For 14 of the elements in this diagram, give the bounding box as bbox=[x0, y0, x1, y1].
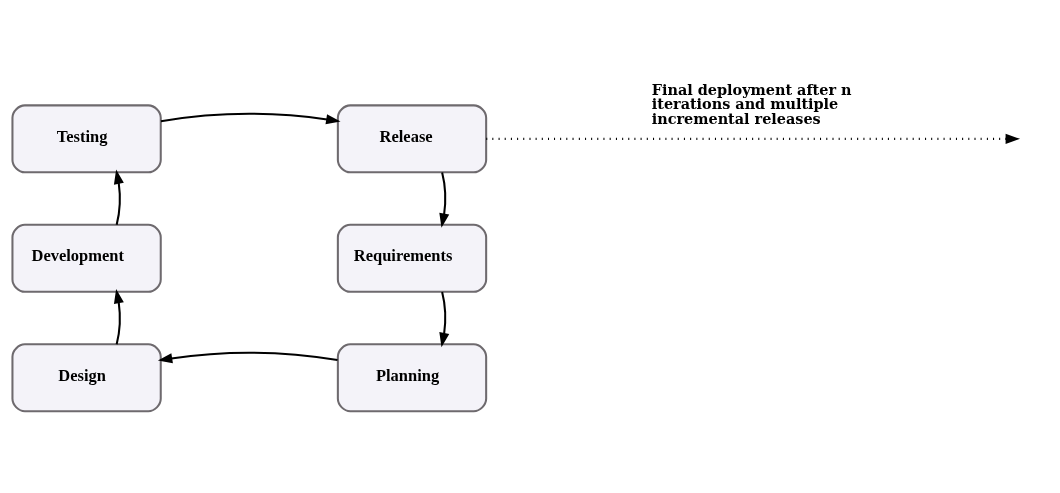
arrow bbox=[439, 172, 450, 228]
node-box: Release bbox=[336, 104, 488, 174]
arrow bbox=[113, 169, 124, 225]
node-box: Development bbox=[11, 223, 162, 293]
node-box: Testing bbox=[11, 104, 162, 174]
node-box: Design bbox=[11, 343, 162, 413]
arrow bbox=[439, 291, 450, 348]
arrow bbox=[486, 133, 1021, 144]
edge-label: Final deployment after n iterations and multiple incremental releases bbox=[651, 80, 852, 127]
node-box: Planning bbox=[336, 343, 488, 413]
arrow bbox=[160, 112, 341, 125]
arrow bbox=[113, 289, 124, 345]
arrow bbox=[157, 351, 338, 364]
node-box: Requirements bbox=[336, 223, 488, 293]
